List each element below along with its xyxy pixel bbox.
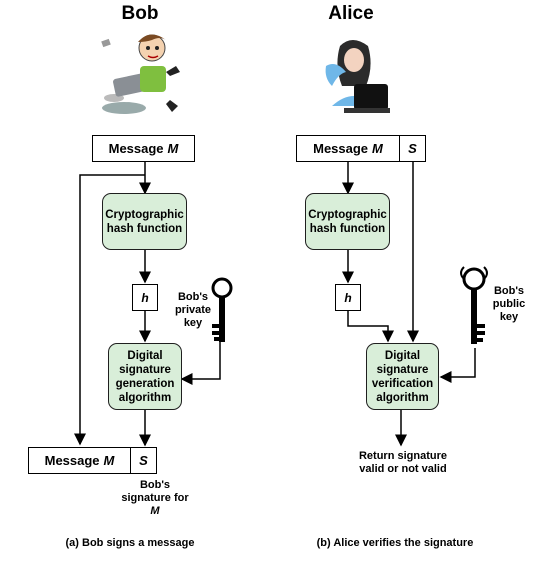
message-label: Message (108, 141, 164, 156)
bob-signature-label: Bob's signature for M (120, 479, 190, 518)
alice-message-var: M (372, 141, 383, 156)
bob-hash-value: h (132, 284, 158, 311)
bob-private-key-label: Bob's private key (174, 291, 212, 329)
output-message-var: M (103, 453, 115, 468)
caption-a: (a) Bob signs a message (65, 537, 195, 549)
alice-person-icon (325, 40, 390, 113)
caption-b: (b) Alice verifies the signature (316, 537, 474, 549)
alice-hash-value: h (335, 284, 361, 311)
alice-hash-function: Cryptographic hash function (305, 193, 390, 250)
bob-person-icon (101, 34, 180, 114)
bob-signature-generation: Digital signature generation algorithm (108, 343, 182, 410)
bob-signature-box: S (130, 447, 157, 474)
alice-result-label: Return signature valid or not valid (358, 450, 447, 475)
public-key-icon (460, 266, 488, 344)
message-var: M (167, 141, 179, 156)
alice-message-label: Message (313, 141, 369, 156)
alice-title: Alice (328, 3, 374, 24)
private-key-icon (211, 277, 233, 342)
output-message-label: Message (44, 453, 100, 468)
bob-hash-function: Cryptographic hash function (102, 193, 187, 250)
alice-signature-verification: Digital signature verification algorithm (366, 343, 439, 410)
alice-public-key-label: Bob's public key (492, 285, 526, 323)
bob-title: Bob (121, 3, 159, 24)
alice-signature-box: S (399, 135, 426, 162)
signature-label-var: M (150, 505, 160, 517)
signature-label-text: Bob's signature for (121, 479, 189, 504)
